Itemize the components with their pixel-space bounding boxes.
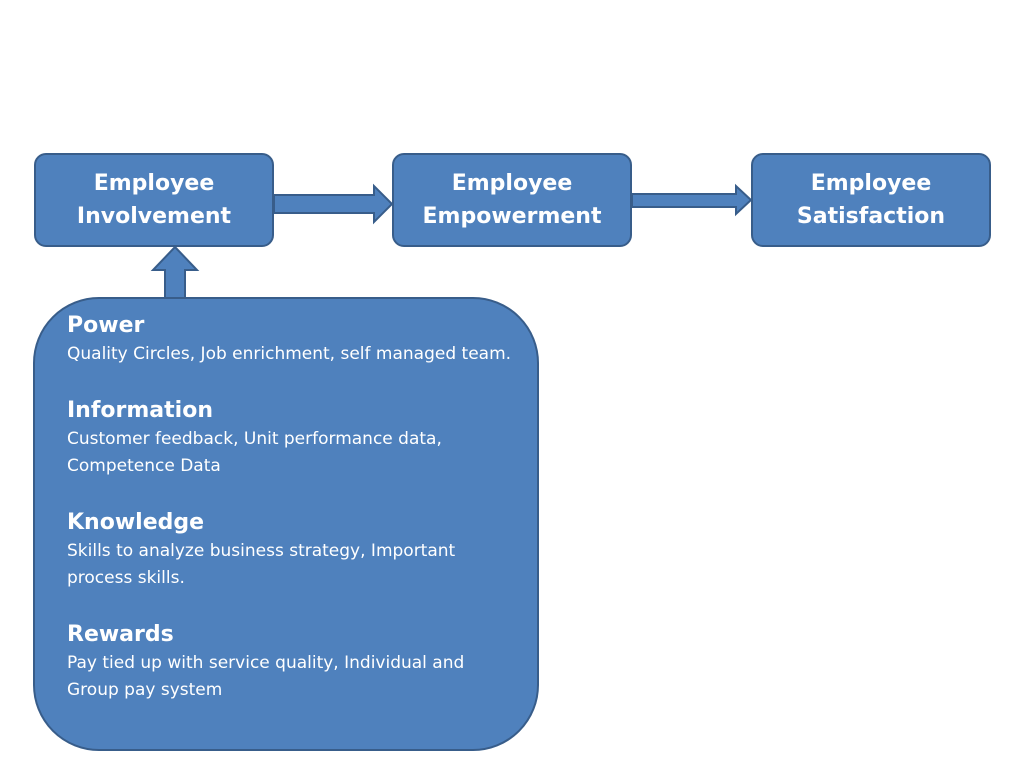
employee-involvement-box: Employee Involvement [34, 153, 274, 247]
knowledge-text: Skills to analyze business strategy, Imp… [67, 541, 456, 588]
power-text: Quality Circles, Job enrichment, self ma… [67, 344, 512, 364]
knowledge-title: Knowledge [67, 510, 205, 535]
arrow-details-to-involvement [150, 245, 200, 300]
employee-satisfaction-box: Employee Satisfaction [751, 153, 991, 247]
involvement-factors-box: Power Quality Circles, Job enrichment, s… [33, 297, 539, 751]
knowledge-section: Knowledge Skills to analyze business str… [67, 508, 517, 592]
information-title: Information [67, 398, 213, 423]
power-section: Power Quality Circles, Job enrichment, s… [67, 311, 517, 368]
rewards-section: Rewards Pay tied up with service quality… [67, 620, 517, 704]
information-text: Customer feedback, Unit performance data… [67, 429, 442, 476]
employee-empowerment-box: Employee Empowerment [392, 153, 632, 247]
rewards-title: Rewards [67, 622, 174, 647]
arrow-involvement-to-empowerment [273, 183, 394, 225]
information-section: Information Customer feedback, Unit perf… [67, 396, 517, 480]
power-title: Power [67, 313, 145, 338]
arrow-empowerment-to-satisfaction [631, 183, 753, 217]
rewards-text: Pay tied up with service quality, Indivi… [67, 653, 465, 700]
